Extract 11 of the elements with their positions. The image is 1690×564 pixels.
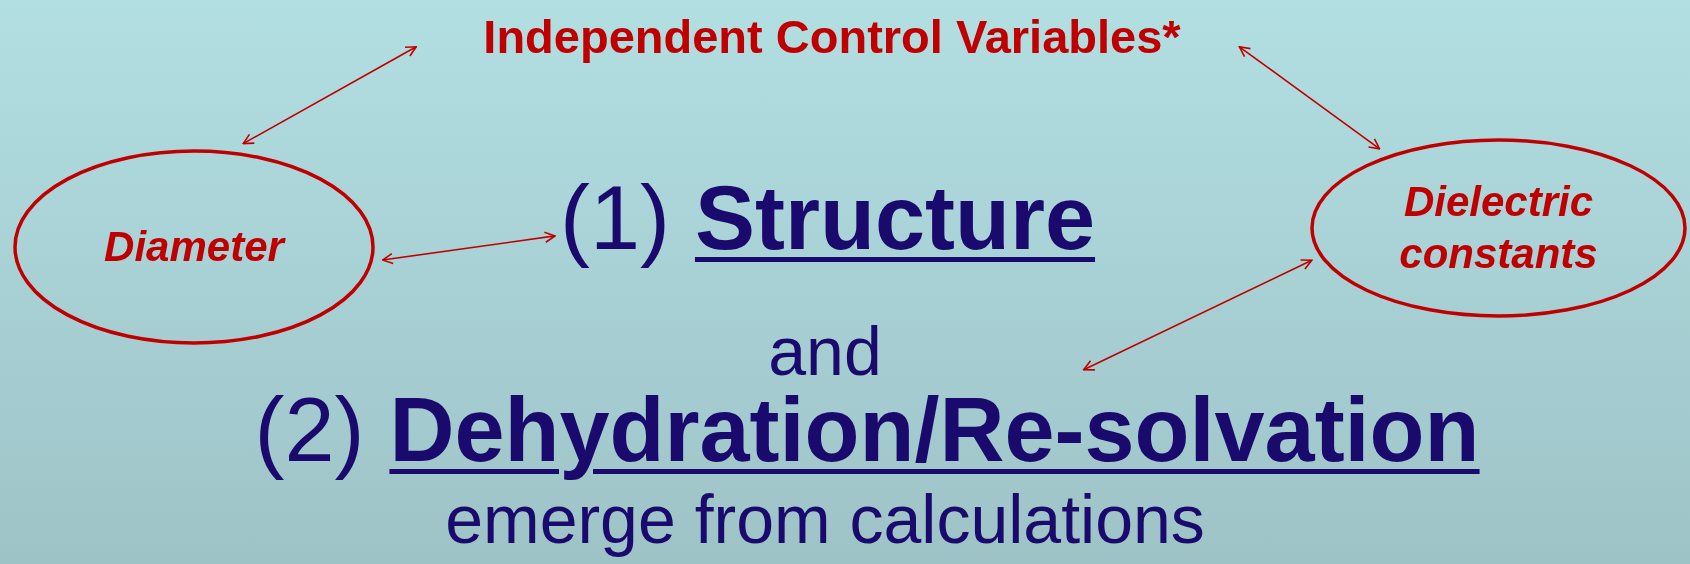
ellipse-node <box>1310 138 1687 318</box>
double-arrow <box>381 231 556 265</box>
body-text: emerge from calculations <box>445 480 1205 558</box>
ellipse-node <box>13 149 375 345</box>
node-label: Diameter <box>104 223 284 271</box>
heading-text: Independent Control Variables* <box>483 8 1181 64</box>
double-arrow <box>242 46 417 145</box>
heading-text: (1) Structure <box>559 166 1096 270</box>
double-arrow <box>1238 46 1381 150</box>
double-arrow <box>1082 259 1313 371</box>
node-label: Dielectric constants <box>1398 176 1599 279</box>
